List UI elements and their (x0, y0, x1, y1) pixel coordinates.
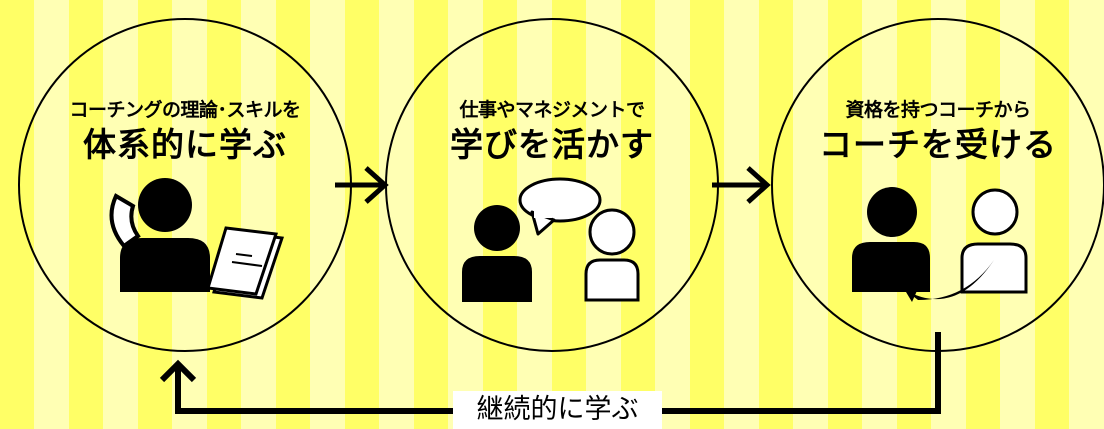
loop-label: 継続的に学ぶ (453, 391, 662, 429)
textbook-icon (206, 226, 285, 300)
step-learn-caption-line1: コーチングの理論･スキルを (69, 99, 301, 121)
person-listening-icon (584, 208, 640, 302)
step-apply-caption-line1: 仕事やマネジメントで (459, 99, 645, 121)
client-icon (960, 188, 1028, 294)
speech-bubble-icon (518, 177, 602, 236)
step-circle-coached (771, 18, 1104, 352)
step-coached-caption-line2: コーチを受ける (819, 125, 1057, 164)
arrow-right-icon (335, 166, 389, 204)
person-on-phone-icon (109, 178, 210, 292)
phone-handset-icon (109, 193, 141, 249)
step-circle-learn (18, 18, 352, 352)
arrow-right-icon (712, 166, 771, 204)
step-learn-caption-line2: 体系的に学ぶ (83, 125, 287, 164)
coach-icon (852, 187, 930, 292)
step-coached-caption-line1: 資格を持つコーチから (845, 99, 1031, 121)
step-apply-caption-line2: 学びを活かす (450, 125, 654, 164)
exchange-arrow-icon (900, 260, 994, 302)
person-speaking-icon (462, 205, 532, 302)
